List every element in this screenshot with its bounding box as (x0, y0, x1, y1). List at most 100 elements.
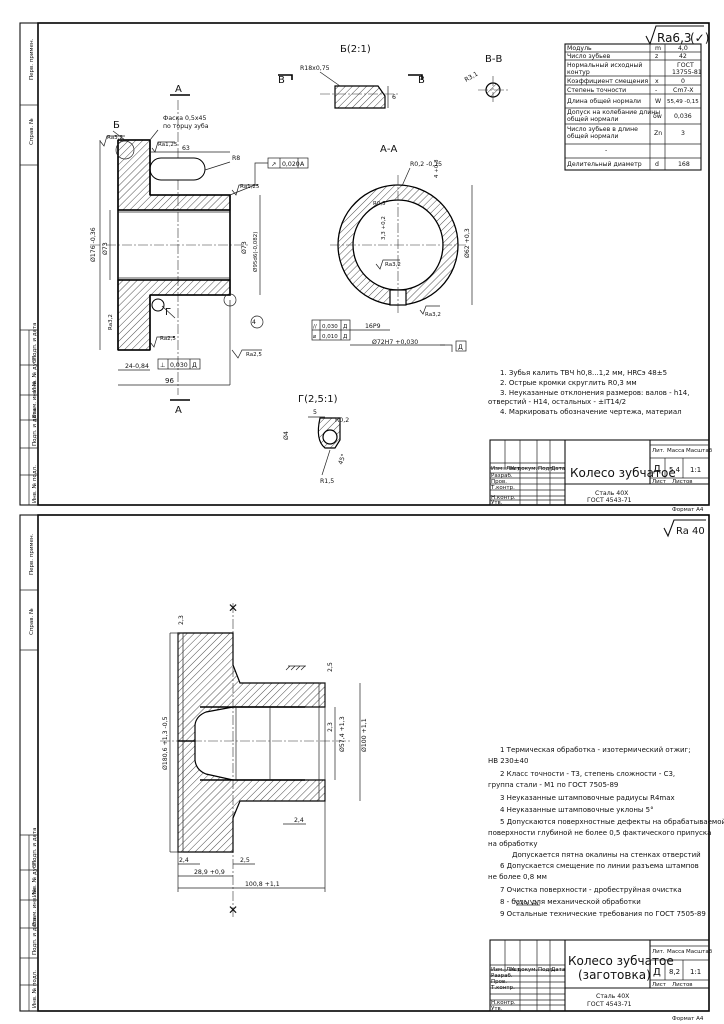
tb1-role-razrab: Разраб. (491, 473, 513, 479)
detail-g-5: 5 (313, 409, 317, 416)
dim-d73-right: Ø73 (240, 241, 248, 254)
aa-tol-datum-2: Д (343, 334, 348, 340)
tb1-role-doc: № докум. (510, 466, 537, 472)
detail-g-r02: R0,2 (335, 417, 349, 424)
stamp-inv-dubl: Инв. № дубл. (32, 354, 38, 392)
dim-d73: Ø73 (101, 242, 109, 255)
section-vv-title: В-В (485, 54, 502, 65)
tb1-scale: 1:1 (690, 466, 701, 474)
gear-row-teeth-name: Число зубьев (567, 52, 611, 60)
label-g: Г (165, 307, 171, 318)
gear-row-contour-value-2: 13755-81 (672, 69, 702, 76)
detail-g: Г(2,5:1) 5 R0,2 Ø4 45° R1,5 (282, 394, 349, 485)
ra-bottom-right: Ra2,5 (246, 352, 262, 358)
sheet-1-note-2: 2. Острые кромки скруглить R0,3 мм (500, 379, 637, 387)
stamp2-podp-1: Подп. и дата (32, 828, 38, 865)
stamp-podp-2: Подп. и дата (32, 409, 38, 446)
tb2-role-nkontr: Н.контр. (491, 1000, 516, 1006)
blank-dim-23: 2,3 (327, 722, 334, 732)
stamp2-vzam: Взам. инв. № (32, 888, 38, 926)
aa-datum-right: Д (458, 344, 463, 351)
detail-b-v-left: В (278, 75, 285, 86)
gear-row-module-value: 4,0 (678, 45, 688, 52)
s2-note-5b: поверхности глубиной не более 0,5 фактич… (488, 829, 711, 837)
ra-top: Ra3,2 (107, 135, 123, 141)
detail-g-angle: 45° (336, 453, 347, 466)
blank-dim-1008: 100,8 +1,1 (245, 881, 280, 888)
gear-row-zn-name: Число зубьев в длине (567, 125, 638, 133)
ra-bore: Ra1,25 (240, 184, 260, 190)
aa-r02: R0,2 -0,15 (410, 161, 442, 168)
gear-row-tolerance-value: 0,036 (674, 113, 692, 120)
tb1-mass: 5,4 (669, 466, 681, 474)
tb1-sheets: Листов (672, 479, 693, 485)
tb1-role-date: Дата (551, 466, 565, 472)
detail-b-v-right: В (418, 75, 425, 86)
gear-row-normal-value: 55,49 -0,15 (667, 99, 699, 105)
detail-b-title: Б(2:1) (340, 44, 371, 55)
tb2-role-date: Дата (551, 967, 565, 973)
section-a-bottom-label: A (175, 405, 182, 416)
sheet-2: Перв. примен. Справ. № Подп. и дата Инв.… (19, 514, 724, 1022)
detail-b-r18: R18x0,75 (300, 65, 330, 72)
gear-row-pitch-name: Делительный диаметр (567, 160, 642, 168)
detail-g-d4: Ø4 (282, 431, 290, 440)
tb2-role-podp: Подп. (538, 967, 555, 973)
tb1-role-utv: Утв. (491, 500, 503, 506)
sheet-1: Перв. примен. Справ. № Подп. и дата Инв.… (19, 22, 713, 513)
aa-tol-2-symbol: ⌀ (313, 334, 317, 340)
aa-ra32-b: Ra3,2 (425, 312, 441, 318)
gear-row-zn-name-2: общей нормали (567, 132, 618, 140)
tb1-role-podp: Подп. (538, 466, 555, 472)
tb2-role-tkontr: Т.контр. (490, 985, 515, 991)
gear-parameter-table: Модуль m 4,0 Число зубьев z 42 Нормальны… (564, 43, 702, 171)
s2-note-4: 4 Неуказанные штамповочные уклоны 5° (500, 806, 654, 814)
tb2-col-scale: Масштаб (686, 949, 713, 955)
s2-note-2b: группа стали - М1 по ГОСТ 7505-89 (488, 781, 618, 789)
aa-tol-1: 0,030 (322, 324, 338, 330)
general-roughness-1-label: Ra6,3 (657, 31, 692, 45)
s2-note-9: 9 Остальные технические требования по ГО… (500, 910, 706, 918)
aa-key-depth: 3,3 +0,2 (381, 216, 387, 240)
blank-dim-bottom-right: 2,4 (294, 817, 304, 824)
blank-dim-d57: Ø57,4 +1,3 (338, 716, 346, 752)
title-block-2: Изм. Лист № докум. Подп. Дата Разраб. Пр… (489, 939, 713, 1022)
blank-dim-bottom-left: 2,4 (179, 857, 189, 864)
aa-tol-2: 0,010 (322, 334, 338, 340)
gear-row-dash: - (605, 147, 607, 154)
section-aa: А-А R0,2 -0,15 4 +0,3 R0,5 3,3 +0,2 Ra3,… (311, 144, 473, 352)
aa-r05: R0,5 (373, 201, 386, 207)
runout-bottom-value: 0,030 (170, 362, 188, 369)
s2-note-6b: не более 0,8 мм (488, 873, 547, 881)
stamp-sprav: Справ. № (29, 118, 35, 145)
tb2-part-name-1: Колесо зубчатое (568, 954, 674, 968)
runout-bottom-datum: Д (192, 362, 197, 369)
tb2-scale: 1:1 (690, 968, 701, 976)
s2-note-5: 5 Допускаются поверхностные дефекты на о… (500, 818, 724, 826)
aa-dim-4: 4 +0,3 (434, 159, 440, 178)
section-vv: В-В R3,1 (464, 54, 508, 104)
general-roughness-1-paren: (✓) (690, 31, 709, 45)
blank-section-view: ✕ ✕ 2,3 2,5 Ø180,6 +1,3 -0,5 Ø57,4 +1,3 … (160, 601, 368, 918)
aa-d62: Ø62 +0,3 (463, 228, 471, 258)
section-aa-title: А-А (380, 144, 397, 155)
dim-96: 96 (165, 377, 174, 385)
runout-bottom-symbol: ⊥ (160, 362, 165, 369)
gear-row-contour-value: ГОСТ (677, 62, 694, 69)
general-roughness-2-label: Ra 40 (676, 526, 705, 537)
tb2-role-doc: № докум. (510, 967, 537, 973)
sheet-2-notes: 1 Термическая обработка - изотермический… (488, 746, 724, 918)
tb1-role-prov: Пров. (491, 479, 507, 485)
s2-note-3: 3 Неуказанные штамповочные радиусы R4max (500, 794, 675, 802)
ra-hub: Ra1,25 (158, 142, 178, 148)
s2-note-6: 6 Допускается смещение по линии разъема … (500, 862, 699, 870)
tb1-material-2: ГОСТ 4543-71 (587, 497, 632, 504)
aa-tol-1-symbol: // (313, 324, 317, 330)
tb2-material-1: Сталь 40Х (596, 993, 630, 1000)
aa-bore: Ø72H7 +0,030 (372, 338, 418, 346)
gear-row-zn-value: 3 (681, 130, 685, 137)
stamp2-sprav: Справ. № (29, 608, 35, 635)
blank-dim-top: 2,3 (178, 615, 185, 625)
ra-bottom: Ra2,5 (160, 336, 176, 342)
blank-axis-cross-bottom: ✕ (228, 903, 238, 917)
